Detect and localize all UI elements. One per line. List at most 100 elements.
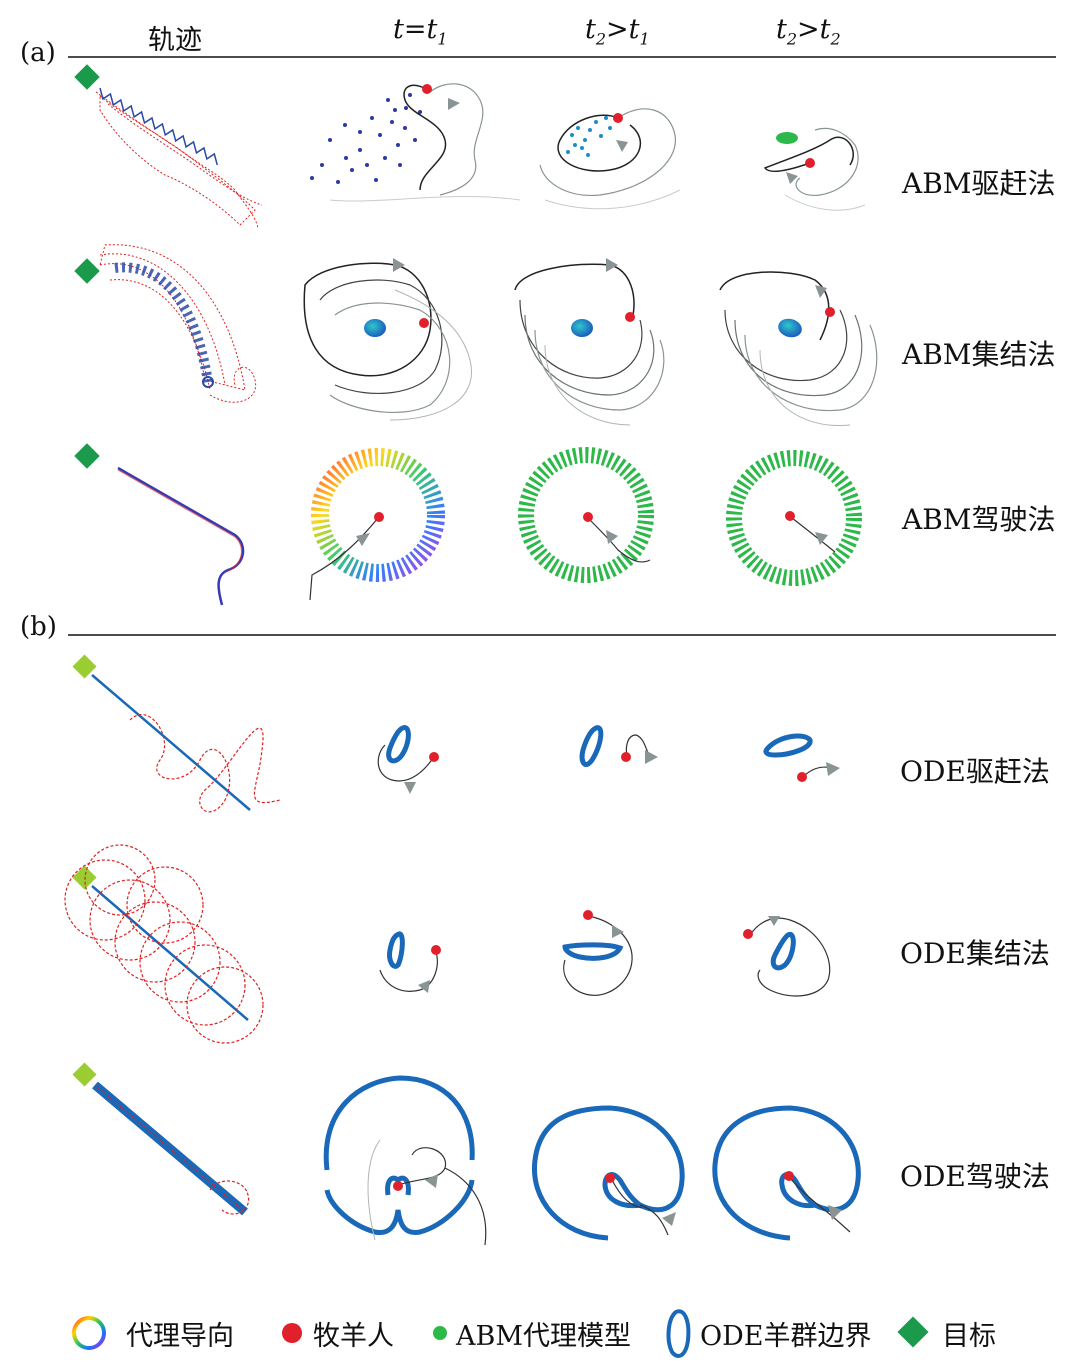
abm-gather-t1 [303,258,472,421]
shepherd-marker [621,752,631,762]
abm-pilot-t1 [309,448,445,601]
legend-target-label: 目标 [942,1321,996,1352]
legend-abm-agent-label: ABM代理模型 [456,1321,631,1352]
heading-arrow-icon [828,1205,842,1220]
ode-gather-t1 [379,931,441,993]
ode-drive-t1 [377,725,439,794]
abm-drive-t1 [310,83,521,202]
abm-agent-dot-icon [433,1326,447,1340]
heading-arrow-icon [826,762,840,776]
shepherd-marker [784,1171,794,1181]
ode-drive-trajectory [72,654,281,813]
abm-gather-t2 [514,258,665,426]
heading-arrow-icon [606,530,618,544]
heading-arrow-icon [768,916,780,926]
shepherd-marker [613,113,623,123]
flock-cluster [364,319,386,337]
target-diamond-icon [72,1062,97,1087]
panel-b-label: (b) [20,612,57,642]
ode-boundary-shape [562,942,624,961]
legend-shepherd-label: 牧羊人 [313,1321,394,1352]
legend [72,1309,929,1358]
abm-drive-t3 [763,127,866,211]
shepherd-marker [797,772,807,782]
panel-a-label: (a) [20,38,56,68]
heading-arrow-icon [612,925,624,938]
ode-pilot-trajectory [72,1062,250,1216]
ode-boundary-shape [579,725,604,767]
shepherd-marker [393,1181,403,1191]
heading-arrow-icon [815,532,828,545]
heading-arrow-icon [616,140,628,152]
heading-arrow-icon [815,285,827,298]
legend-ode-boundary-label: ODE羊群边界 [700,1321,872,1352]
shepherd-marker [419,318,429,328]
legend-agent-heading-label: 代理导向 [126,1321,234,1352]
heading-arrow-icon [404,782,416,794]
shepherd-marker [374,512,384,522]
abm-drive-trajectory [74,64,263,229]
agent-heading-ring-icon [72,1316,106,1350]
row-label-abm-gather: ABM集结法 [902,338,1056,371]
abm-gather-trajectory [74,244,257,403]
ode-gather-t2 [562,910,633,996]
shepherd-marker [825,307,835,317]
shepherd-dot-icon [282,1323,302,1343]
heading-arrow-icon [662,1212,676,1226]
shepherd-marker [743,929,753,939]
target-diamond-icon [897,1316,929,1348]
abm-gather-t3 [719,271,878,427]
ode-drive-t3 [763,733,840,782]
heading-arrow-icon [356,533,370,546]
ode-boundary-shape [712,1105,861,1241]
column-header-t3: t2>t2 [776,14,841,49]
ode-boundary-shape [323,1075,475,1236]
shepherd-marker [625,312,635,322]
target-diamond-icon [74,64,100,90]
shepherd-marker [605,1173,615,1183]
ode-boundary-shape [385,1175,411,1196]
shepherd-marker [583,910,593,920]
flock-cluster [571,319,593,337]
ode-boundary-shape [770,931,796,971]
heading-arrow-icon [418,980,430,993]
shepherd-marker [431,945,441,955]
row-label-abm-drive: ABM驱赶法 [902,167,1056,200]
row-label-abm-pilot: ABM驾驶法 [902,503,1056,536]
row-label-ode-gather: ODE集结法 [900,937,1050,970]
ode-pilot-t1 [323,1075,487,1246]
row-label-ode-drive: ODE驱赶法 [900,755,1050,788]
column-header-t1: t=t1 [393,14,448,49]
abm-drive-t2 [539,108,681,210]
ode-boundary-shape [763,733,813,758]
flock-cluster [778,318,802,338]
abm-pilot-trajectory [74,443,245,606]
abm-pilot-t2 [518,447,654,583]
heading-arrow-icon [425,1174,438,1188]
ode-boundary-shape [531,1105,685,1241]
heading-arrow-icon [786,172,798,184]
shepherd-marker [785,511,795,521]
ode-gather-t3 [743,916,831,997]
row-label-ode-pilot: ODE驾驶法 [900,1160,1050,1193]
column-header-trajectory: 轨迹 [148,25,202,56]
abm-pilot-t3 [726,450,862,586]
ode-boundary-shape [387,931,405,969]
target-diamond-icon [74,258,100,284]
heading-arrow-icon [448,98,460,110]
shepherd-marker [583,512,593,522]
shepherd-marker [422,84,432,94]
ode-gather-trajectory [64,844,264,1044]
ode-pilot-t2 [531,1105,685,1241]
ode-boundary-shape [386,725,411,764]
ode-boundary-loop-icon [666,1309,691,1358]
heading-arrow-icon [645,750,658,764]
shepherd-marker [429,752,439,762]
flock-cluster [776,132,798,144]
shepherd-marker [805,158,815,168]
column-header-t2: t2>t1 [585,14,650,49]
ode-drive-t2 [579,725,658,767]
heading-arrow-icon [393,258,405,272]
ode-pilot-t3 [712,1105,861,1241]
